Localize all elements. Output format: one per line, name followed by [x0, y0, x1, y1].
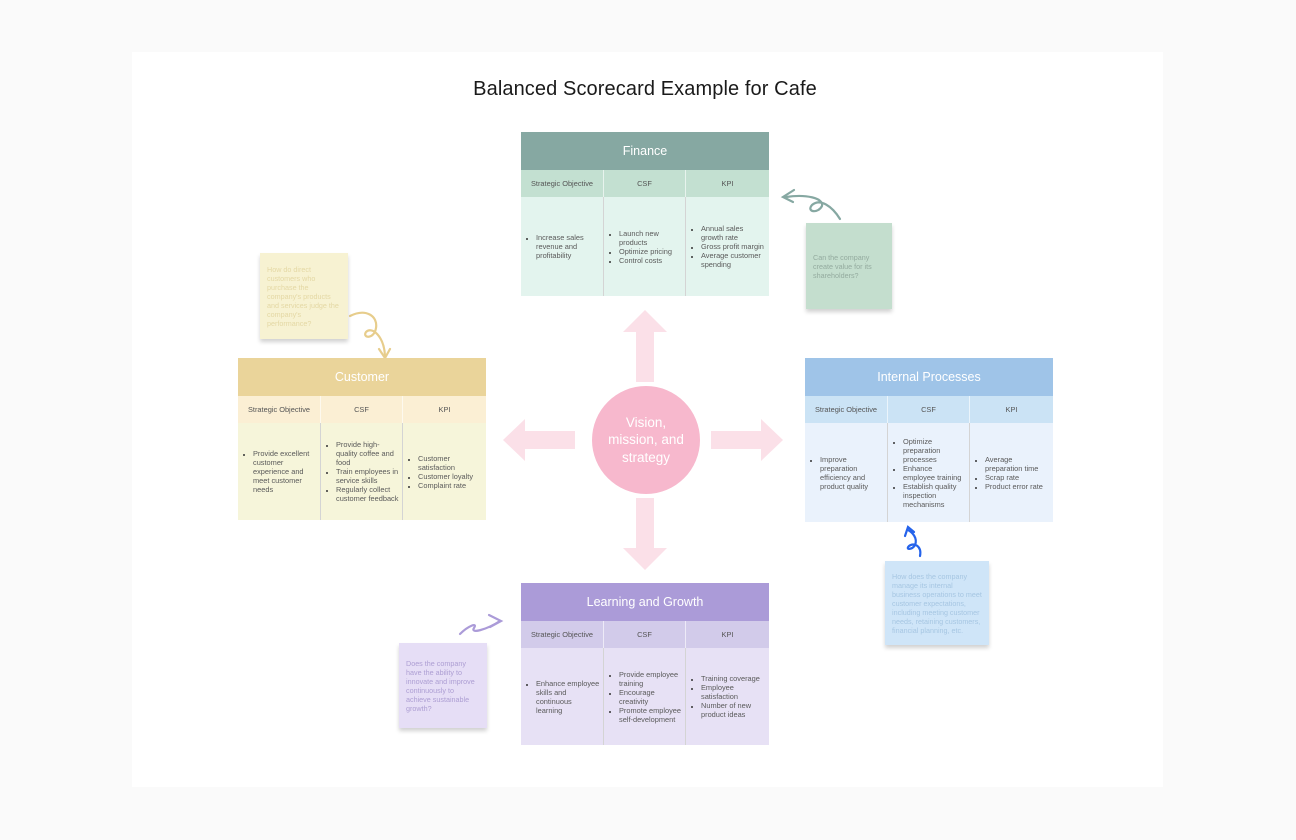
column-header-csf: CSF [888, 396, 970, 423]
column-header-csf: CSF [604, 621, 686, 648]
bullet-list: Training coverageEmployee satisfactionNu… [690, 674, 766, 719]
kpi-cell: Annual sales growth rateGross profit mar… [686, 197, 769, 296]
panel-header: Customer [238, 358, 486, 396]
note-arrow-customer [348, 311, 392, 361]
bullet-list: Provide high-quality coffee and foodTrai… [325, 440, 399, 503]
objective-cell: Improve preparation efficiency and produ… [805, 423, 888, 522]
bullet-list: Provide excellent customer experience an… [242, 449, 317, 494]
objective-cell: Provide excellent customer experience an… [238, 423, 321, 520]
panel-finance: Finance Strategic Objective CSF KPI Incr… [521, 132, 769, 296]
bullet-item: Number of new product ideas [701, 701, 766, 719]
panel-header: Learning and Growth [521, 583, 769, 621]
csf-cell: Launch new productsOptimize pricingContr… [604, 197, 686, 296]
bullet-item: Enhance employee skills and continuous l… [536, 679, 600, 715]
objective-cell: Enhance employee skills and continuous l… [521, 648, 604, 745]
objective-cell: Increase sales revenue and profitability [521, 197, 604, 296]
column-headers: Strategic Objective CSF KPI [805, 396, 1053, 423]
panel-internal-processes: Internal Processes Strategic Objective C… [805, 358, 1053, 522]
sticky-note-text: How do direct customers who purchase the… [267, 265, 339, 328]
bullet-item: Scrap rate [985, 473, 1050, 482]
column-headers: Strategic Objective CSF KPI [521, 170, 769, 197]
vision-hub: Vision, mission, and strategy [592, 386, 700, 494]
vision-hub-label: Vision, mission, and strategy [608, 414, 684, 465]
column-header-objective: Strategic Objective [521, 170, 604, 197]
bullet-list: Customer satisfactionCustomer loyaltyCom… [407, 454, 483, 490]
bullet-item: Train employees in service skills [336, 467, 399, 485]
csf-cell: Provide high-quality coffee and foodTrai… [321, 423, 403, 520]
bullet-item: Complaint rate [418, 481, 483, 490]
column-header-objective: Strategic Objective [238, 396, 321, 423]
bullet-list: Launch new productsOptimize pricingContr… [608, 229, 682, 265]
bullet-item: Provide excellent customer experience an… [253, 449, 317, 494]
bullet-item: Improve preparation efficiency and produ… [820, 455, 884, 491]
column-header-kpi: KPI [721, 179, 734, 188]
bullet-item: Employee satisfaction [701, 683, 766, 701]
panel-customer: Customer Strategic Objective CSF KPI Pro… [238, 358, 486, 520]
column-headers: Strategic Objective CSF KPI [238, 396, 486, 423]
bullet-item: Average customer spending [701, 251, 766, 269]
column-header-csf: CSF [604, 170, 686, 197]
arrow-up-to-finance [623, 310, 667, 382]
bullet-item: Training coverage [701, 674, 766, 683]
panel-header: Finance [521, 132, 769, 170]
kpi-cell: Average preparation timeScrap rateProduc… [970, 423, 1053, 522]
bullet-item: Optimize preparation processes [903, 437, 966, 464]
sticky-note-text: How does the company manage its internal… [892, 571, 982, 635]
bullet-item: Establish quality inspection mechanisms [903, 482, 966, 509]
bullet-item: Enhance employee training [903, 464, 966, 482]
panel-learning-growth: Learning and Growth Strategic Objective … [521, 583, 769, 745]
column-header-objective: Strategic Objective [521, 621, 604, 648]
bullet-item: Promote employee self-development [619, 706, 682, 724]
bullet-item: Gross profit margin [701, 242, 766, 251]
arrow-right-to-internal [711, 419, 783, 461]
note-arrow-learning [458, 613, 504, 636]
bullet-list: Enhance employee skills and continuous l… [525, 679, 600, 715]
bullet-item: Average preparation time [985, 455, 1050, 473]
column-header-objective: Strategic Objective [805, 396, 888, 423]
kpi-cell: Customer satisfactionCustomer loyaltyCom… [403, 423, 486, 520]
sticky-note-customer[interactable]: How do direct customers who purchase the… [260, 253, 348, 339]
note-arrow-finance [780, 188, 842, 221]
column-headers: Strategic Objective CSF KPI [521, 621, 769, 648]
kpi-cell: Training coverageEmployee satisfactionNu… [686, 648, 769, 745]
column-header-kpi: KPI [438, 405, 451, 414]
bullet-list: Optimize preparation processesEnhance em… [892, 437, 966, 509]
bullet-item: Optimize pricing [619, 247, 682, 256]
panel-body: Enhance employee skills and continuous l… [521, 648, 769, 745]
sticky-note-text: Can the company create value for its sha… [813, 252, 872, 280]
bullet-item: Launch new products [619, 229, 682, 247]
bullet-item: Regularly collect customer feedback [336, 485, 399, 503]
panel-header: Internal Processes [805, 358, 1053, 396]
bullet-item: Product error rate [985, 482, 1050, 491]
csf-cell: Provide employee trainingEncourage creat… [604, 648, 686, 745]
panel-body: Increase sales revenue and profitability… [521, 197, 769, 296]
sticky-note-learning[interactable]: Does the company have the ability to inn… [399, 643, 487, 728]
arrow-left-to-customer [503, 419, 575, 461]
bullet-item: Control costs [619, 256, 682, 265]
bullet-list: Increase sales revenue and profitability [525, 233, 600, 260]
bullet-list: Improve preparation efficiency and produ… [809, 455, 884, 491]
bullet-item: Provide employee training [619, 670, 682, 688]
bullet-list: Annual sales growth rateGross profit mar… [690, 224, 766, 269]
sticky-note-text: Does the company have the ability to inn… [406, 658, 475, 713]
sticky-note-finance[interactable]: Can the company create value for its sha… [806, 223, 892, 309]
diagram-title: Balanced Scorecard Example for Cafe [473, 78, 817, 100]
note-arrow-internal [903, 525, 922, 558]
column-header-csf: CSF [321, 396, 403, 423]
arrow-down-to-learning [623, 498, 667, 570]
panel-body: Provide excellent customer experience an… [238, 423, 486, 520]
bullet-item: Encourage creativity [619, 688, 682, 706]
bullet-item: Customer loyalty [418, 472, 483, 481]
csf-cell: Optimize preparation processesEnhance em… [888, 423, 970, 522]
bullet-item: Provide high-quality coffee and food [336, 440, 399, 467]
column-header-kpi: KPI [1005, 405, 1018, 414]
bullet-list: Provide employee trainingEncourage creat… [608, 670, 682, 724]
sticky-note-internal[interactable]: How does the company manage its internal… [885, 561, 989, 645]
column-header-kpi: KPI [721, 630, 734, 639]
bullet-item: Increase sales revenue and profitability [536, 233, 600, 260]
bullet-item: Annual sales growth rate [701, 224, 766, 242]
bullet-list: Average preparation timeScrap rateProduc… [974, 455, 1050, 491]
bullet-item: Customer satisfaction [418, 454, 483, 472]
panel-body: Improve preparation efficiency and produ… [805, 423, 1053, 522]
